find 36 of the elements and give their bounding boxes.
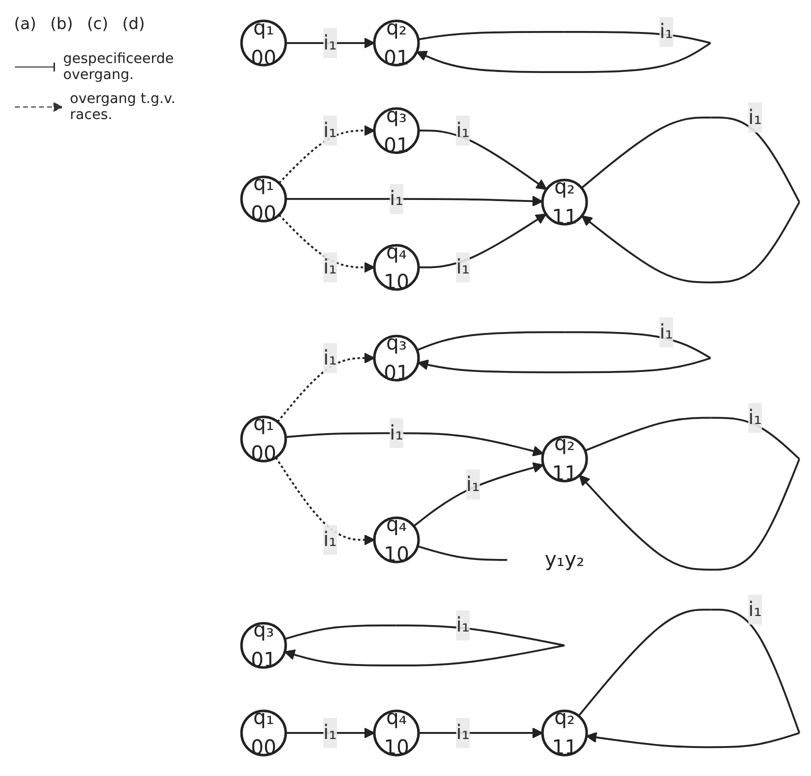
legend-text: gespecificeerde overgang. — [63, 51, 175, 83]
arrow — [278, 214, 375, 273]
arrow — [274, 456, 375, 546]
edge-label: i₁ — [456, 118, 470, 142]
edge-label: i₁ — [748, 405, 762, 430]
connector — [417, 545, 508, 561]
node-text: y₁y₂ — [544, 547, 584, 572]
panel-label: (d) — [122, 14, 145, 33]
panel-label: (a) — [14, 14, 36, 33]
edge-label: i₁ — [659, 320, 674, 344]
edge-label: i₁ — [748, 105, 762, 129]
panel-label: (c) — [86, 14, 108, 33]
legend-text: overgang t.g.v. races. — [70, 91, 176, 123]
edge-label: i₁ — [659, 19, 674, 44]
panel-label: (b) — [50, 14, 73, 33]
arrow — [286, 432, 544, 456]
edge-label: i₁ — [456, 612, 470, 637]
edge-label: i₁ — [323, 118, 337, 142]
arrow — [418, 214, 546, 268]
edge-label: i₁ — [390, 420, 404, 444]
arrow — [418, 727, 543, 738]
edge-label: i₁ — [323, 346, 337, 370]
arrow — [276, 352, 375, 422]
arrow — [278, 125, 375, 184]
arrow — [413, 462, 544, 527]
arrow — [418, 130, 547, 190]
edge-label: i₁ — [323, 720, 337, 744]
arrow — [286, 196, 543, 207]
edge-label: i₁ — [456, 720, 470, 744]
edge-label: i₁ — [748, 597, 762, 621]
edge-label: i₁ — [456, 254, 470, 279]
edge-label: i₁ — [466, 472, 480, 496]
edge-label: i₁ — [323, 527, 337, 552]
edge-label: i₁ — [323, 254, 337, 279]
edge-label: i₁ — [323, 30, 337, 54]
edge-label: i₁ — [390, 186, 404, 210]
